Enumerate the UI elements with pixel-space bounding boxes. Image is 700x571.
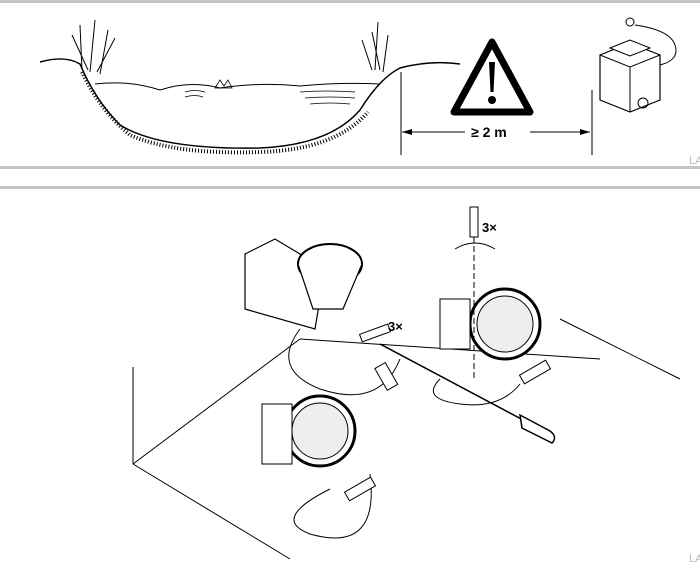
pond-illustration <box>39 17 677 155</box>
assembly-illustration <box>132 206 681 560</box>
distance-label: ≥ 2 m <box>471 124 507 140</box>
pond-distance-figure: ≥ 2 m LA <box>0 0 700 167</box>
lamp-assembly-figure: 3× 3× LA <box>0 189 700 571</box>
figure-code: LA <box>689 553 700 565</box>
warning-icon <box>450 38 534 116</box>
figure-code: LA <box>689 155 700 167</box>
middle-divider <box>0 166 700 169</box>
screw-count-top: 3× <box>482 220 497 235</box>
top-divider <box>0 0 700 3</box>
screw-count-middle: 3× <box>388 319 403 334</box>
lower-divider <box>0 186 700 189</box>
